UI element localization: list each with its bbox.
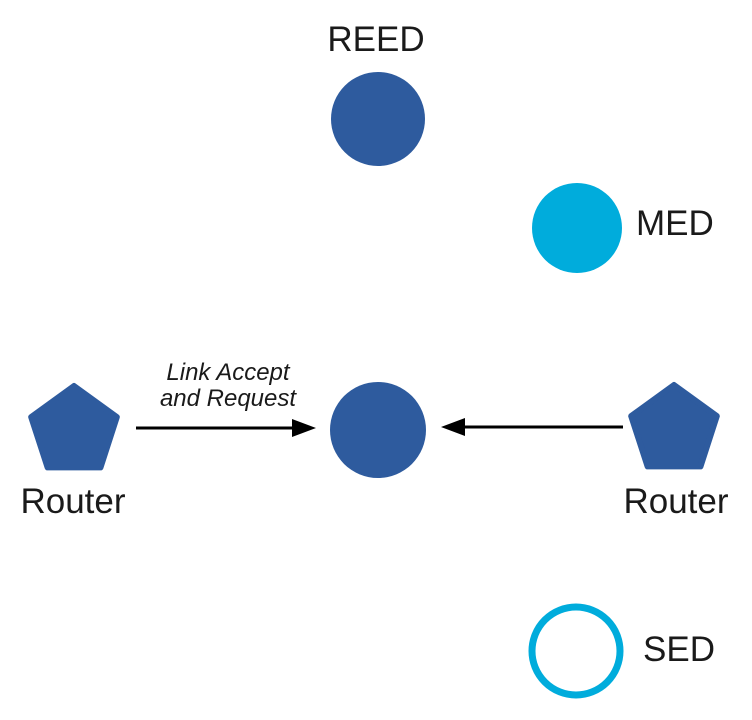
arrowhead-icon: [292, 419, 316, 437]
router-left-node-label: Router: [20, 482, 126, 521]
med-node-label: MED: [636, 204, 714, 243]
router-left-pentagon-icon: [28, 383, 120, 471]
link-arrow-left: [136, 419, 316, 437]
center-node-circle-icon: [330, 382, 426, 478]
router-right-pentagon-icon: [628, 382, 720, 470]
link-arrow-right: [441, 418, 623, 436]
sed-node-label: SED: [643, 630, 715, 669]
arrowhead-icon: [441, 418, 465, 436]
link-message-label-line1: Link Accept: [166, 359, 290, 386]
reed-node-label: REED: [327, 20, 425, 59]
link-message-label-line2: and Request: [159, 385, 297, 413]
sed-node-circle-icon: [528, 603, 624, 699]
reed-node-circle-icon: [331, 72, 425, 166]
med-node-circle-icon: [532, 183, 622, 273]
link-message-label: Link Accept and Request: [159, 359, 297, 413]
router-right-node-label: Router: [623, 482, 729, 521]
